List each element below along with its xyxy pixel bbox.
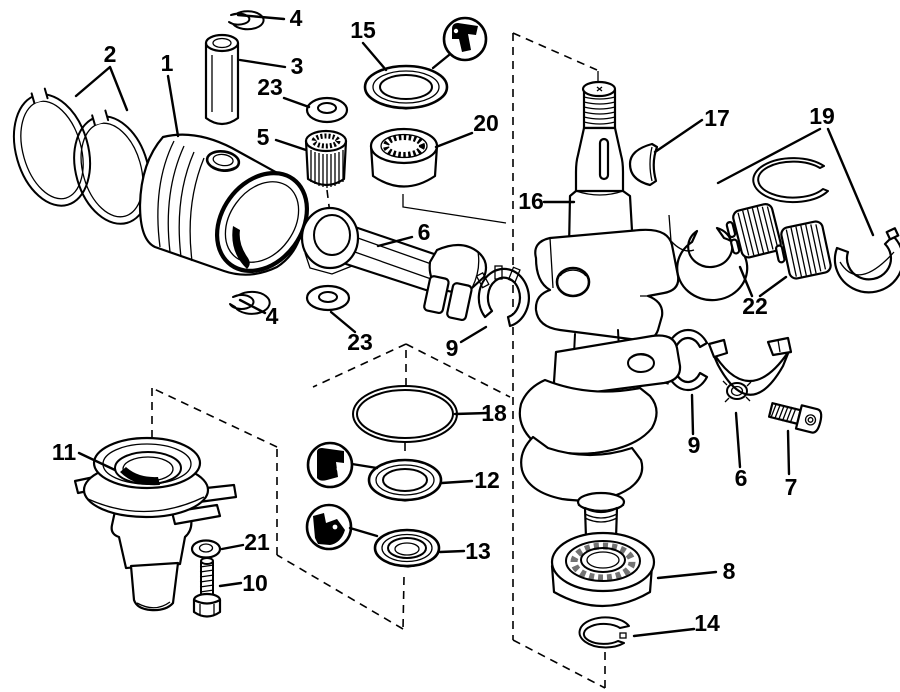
seal-orientation-icon-top	[431, 16, 488, 70]
callout-22: 22	[742, 293, 768, 319]
washer-bottom-illustration	[305, 284, 351, 312]
rod-bearing-cage-upper-illustration	[475, 265, 530, 328]
ball-bearing-illustration	[550, 531, 656, 607]
washer-21-illustration	[190, 539, 222, 559]
piston-illustration	[138, 133, 310, 276]
callout-9-upper: 9	[446, 335, 459, 361]
screw-10-illustration	[192, 557, 222, 618]
seal-orientation-icon-bottom	[305, 503, 379, 551]
callout-13: 13	[465, 538, 491, 564]
connecting-rod-illustration	[300, 206, 488, 322]
callout-11: 11	[52, 439, 77, 465]
screw-7-illustration	[767, 402, 823, 434]
callout-14: 14	[694, 610, 720, 636]
wrist-pin-illustration	[204, 33, 240, 126]
dashed-boundary-lines	[151, 32, 606, 690]
retaining-ring-top-illustration	[228, 10, 265, 31]
callout-5: 5	[257, 124, 270, 150]
callout-23-lower: 23	[347, 329, 373, 355]
washer-top-illustration	[305, 96, 349, 124]
o-ring-illustration	[352, 385, 458, 443]
callout-12: 12	[474, 467, 500, 493]
retainer-half-ring-illustration	[752, 157, 829, 204]
callout-1: 1	[161, 50, 174, 76]
callout-18: 18	[481, 400, 507, 426]
callout-17: 17	[704, 105, 730, 131]
leader-lines	[74, 13, 875, 638]
callout-4-top: 4	[290, 5, 303, 31]
callout-23-top: 23	[257, 74, 283, 100]
callout-19: 19	[809, 103, 835, 129]
needle-cage-right-illustration	[775, 220, 832, 280]
crankshaft-head-illustration	[73, 436, 238, 612]
piston-ring-illustration	[12, 87, 151, 225]
callout-8: 8	[723, 558, 736, 584]
callout-15: 15	[350, 17, 376, 43]
callout-21: 21	[244, 529, 270, 555]
rod-cap-illustration	[707, 336, 793, 403]
retaining-ring-14-illustration	[578, 616, 630, 649]
center-main-bearing-illustration	[369, 127, 439, 188]
woodruff-key-illustration	[628, 142, 659, 187]
seal-orientation-icon-middle	[306, 441, 379, 489]
callout-7: 7	[785, 474, 798, 500]
callout-10: 10	[242, 570, 268, 596]
callout-labels: 1 2 3 4 4 5 6 6 7 8 9 9 10 11 12 13 14 1…	[52, 5, 835, 636]
needle-cage-left-illustration	[725, 203, 782, 259]
callout-16: 16	[518, 188, 544, 214]
seal-13-illustration	[373, 528, 441, 568]
callout-4-bottom: 4	[266, 303, 279, 329]
callout-6-cap: 6	[735, 465, 748, 491]
bearing-shell-right-illustration	[833, 227, 900, 294]
callout-2: 2	[104, 41, 117, 67]
seal-15-illustration	[363, 64, 449, 110]
callout-9-lower: 9	[688, 432, 701, 458]
callout-20: 20	[473, 110, 499, 136]
callout-3: 3	[291, 53, 304, 79]
seal-12-illustration	[367, 458, 443, 502]
piston-pin-bearing-illustration	[304, 129, 348, 188]
callout-6-rod: 6	[418, 219, 431, 245]
retaining-ring-bottom-illustration	[229, 290, 271, 315]
